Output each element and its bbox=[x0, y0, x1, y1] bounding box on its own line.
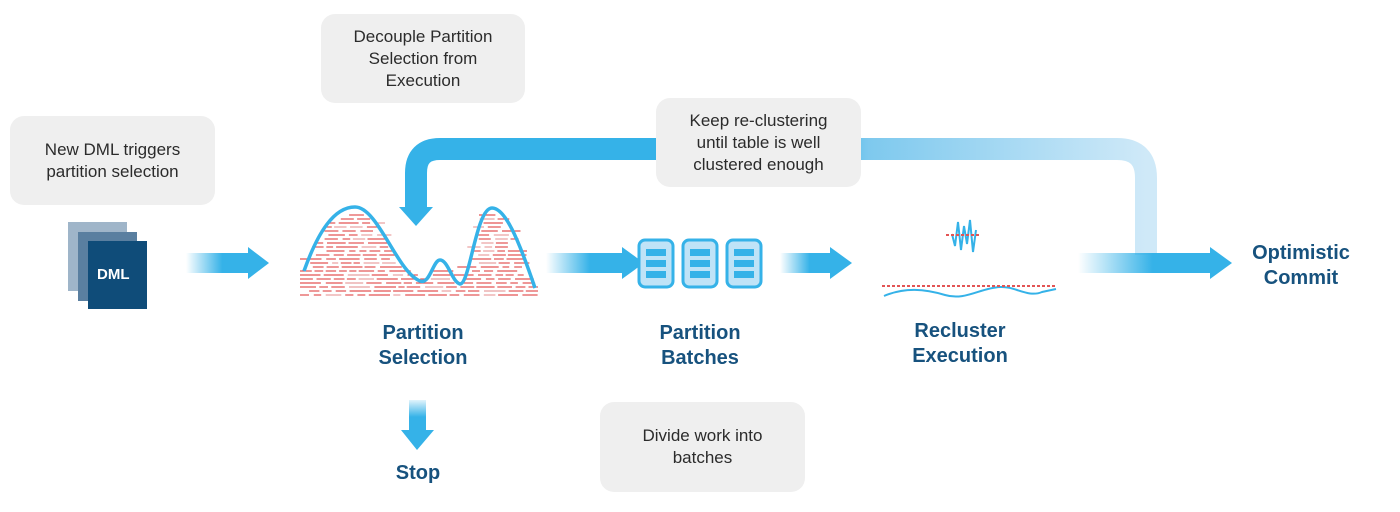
batch-icon bbox=[681, 238, 719, 289]
recluster-execution-icon bbox=[882, 219, 1057, 298]
arrow-batches-to-execution bbox=[780, 247, 852, 279]
label-recluster-execution: Recluster Execution bbox=[885, 319, 1035, 369]
batch-icon bbox=[637, 238, 675, 289]
label-line: Recluster bbox=[914, 320, 1006, 342]
distribution-curve bbox=[302, 205, 537, 289]
callout-line: Keep re-clustering bbox=[689, 110, 828, 130]
batch-icon bbox=[725, 238, 763, 289]
arrow-execution-to-commit bbox=[1078, 247, 1232, 279]
label-partition-batches: Partition Batches bbox=[625, 321, 775, 371]
arrow-selection-to-stop bbox=[401, 400, 434, 450]
flat-waveform bbox=[883, 285, 1057, 298]
callout-line: clustered enough bbox=[693, 154, 824, 174]
label-partition-selection: Partition Selection bbox=[348, 321, 498, 371]
partition-lines bbox=[300, 214, 538, 296]
callout-line: batches bbox=[672, 448, 733, 467]
label-line: Batches bbox=[661, 347, 739, 369]
callout-line: partition selection bbox=[46, 161, 179, 181]
callout-divide-work: Divide work into batches bbox=[600, 402, 805, 492]
callout-keep-reclustering: Keep re-clustering until table is well c… bbox=[656, 98, 861, 187]
callout-dml-trigger: New DML triggers partition selection bbox=[10, 116, 215, 205]
label-line: Partition bbox=[659, 322, 741, 344]
label-line: Commit bbox=[1263, 267, 1339, 289]
arrow-selection-to-batches bbox=[546, 247, 644, 279]
callout-line: Divide work into bbox=[642, 426, 763, 445]
dml-document-icon bbox=[68, 222, 147, 309]
label-line: Execution bbox=[912, 345, 1008, 367]
label-line: Partition bbox=[382, 322, 464, 344]
label-stop: Stop bbox=[395, 462, 441, 484]
spike-waveform bbox=[951, 219, 977, 253]
callout-line: Selection from bbox=[368, 48, 478, 68]
arrow-dml-to-selection bbox=[186, 247, 269, 279]
partition-selection-icon bbox=[300, 205, 538, 296]
label-line: Optimistic bbox=[1252, 242, 1350, 264]
callout-line: New DML triggers bbox=[44, 139, 181, 159]
dml-badge-text: DML bbox=[97, 266, 130, 283]
callout-line: until table is well bbox=[696, 132, 821, 152]
partition-batches-icon bbox=[637, 238, 763, 289]
label-line: Selection bbox=[378, 347, 468, 369]
callout-line: Execution bbox=[385, 70, 461, 90]
callout-line: Decouple Partition bbox=[353, 26, 493, 46]
label-optimistic-commit: Optimistic Commit bbox=[1236, 241, 1366, 291]
callout-decouple: Decouple Partition Selection from Execut… bbox=[321, 14, 525, 103]
